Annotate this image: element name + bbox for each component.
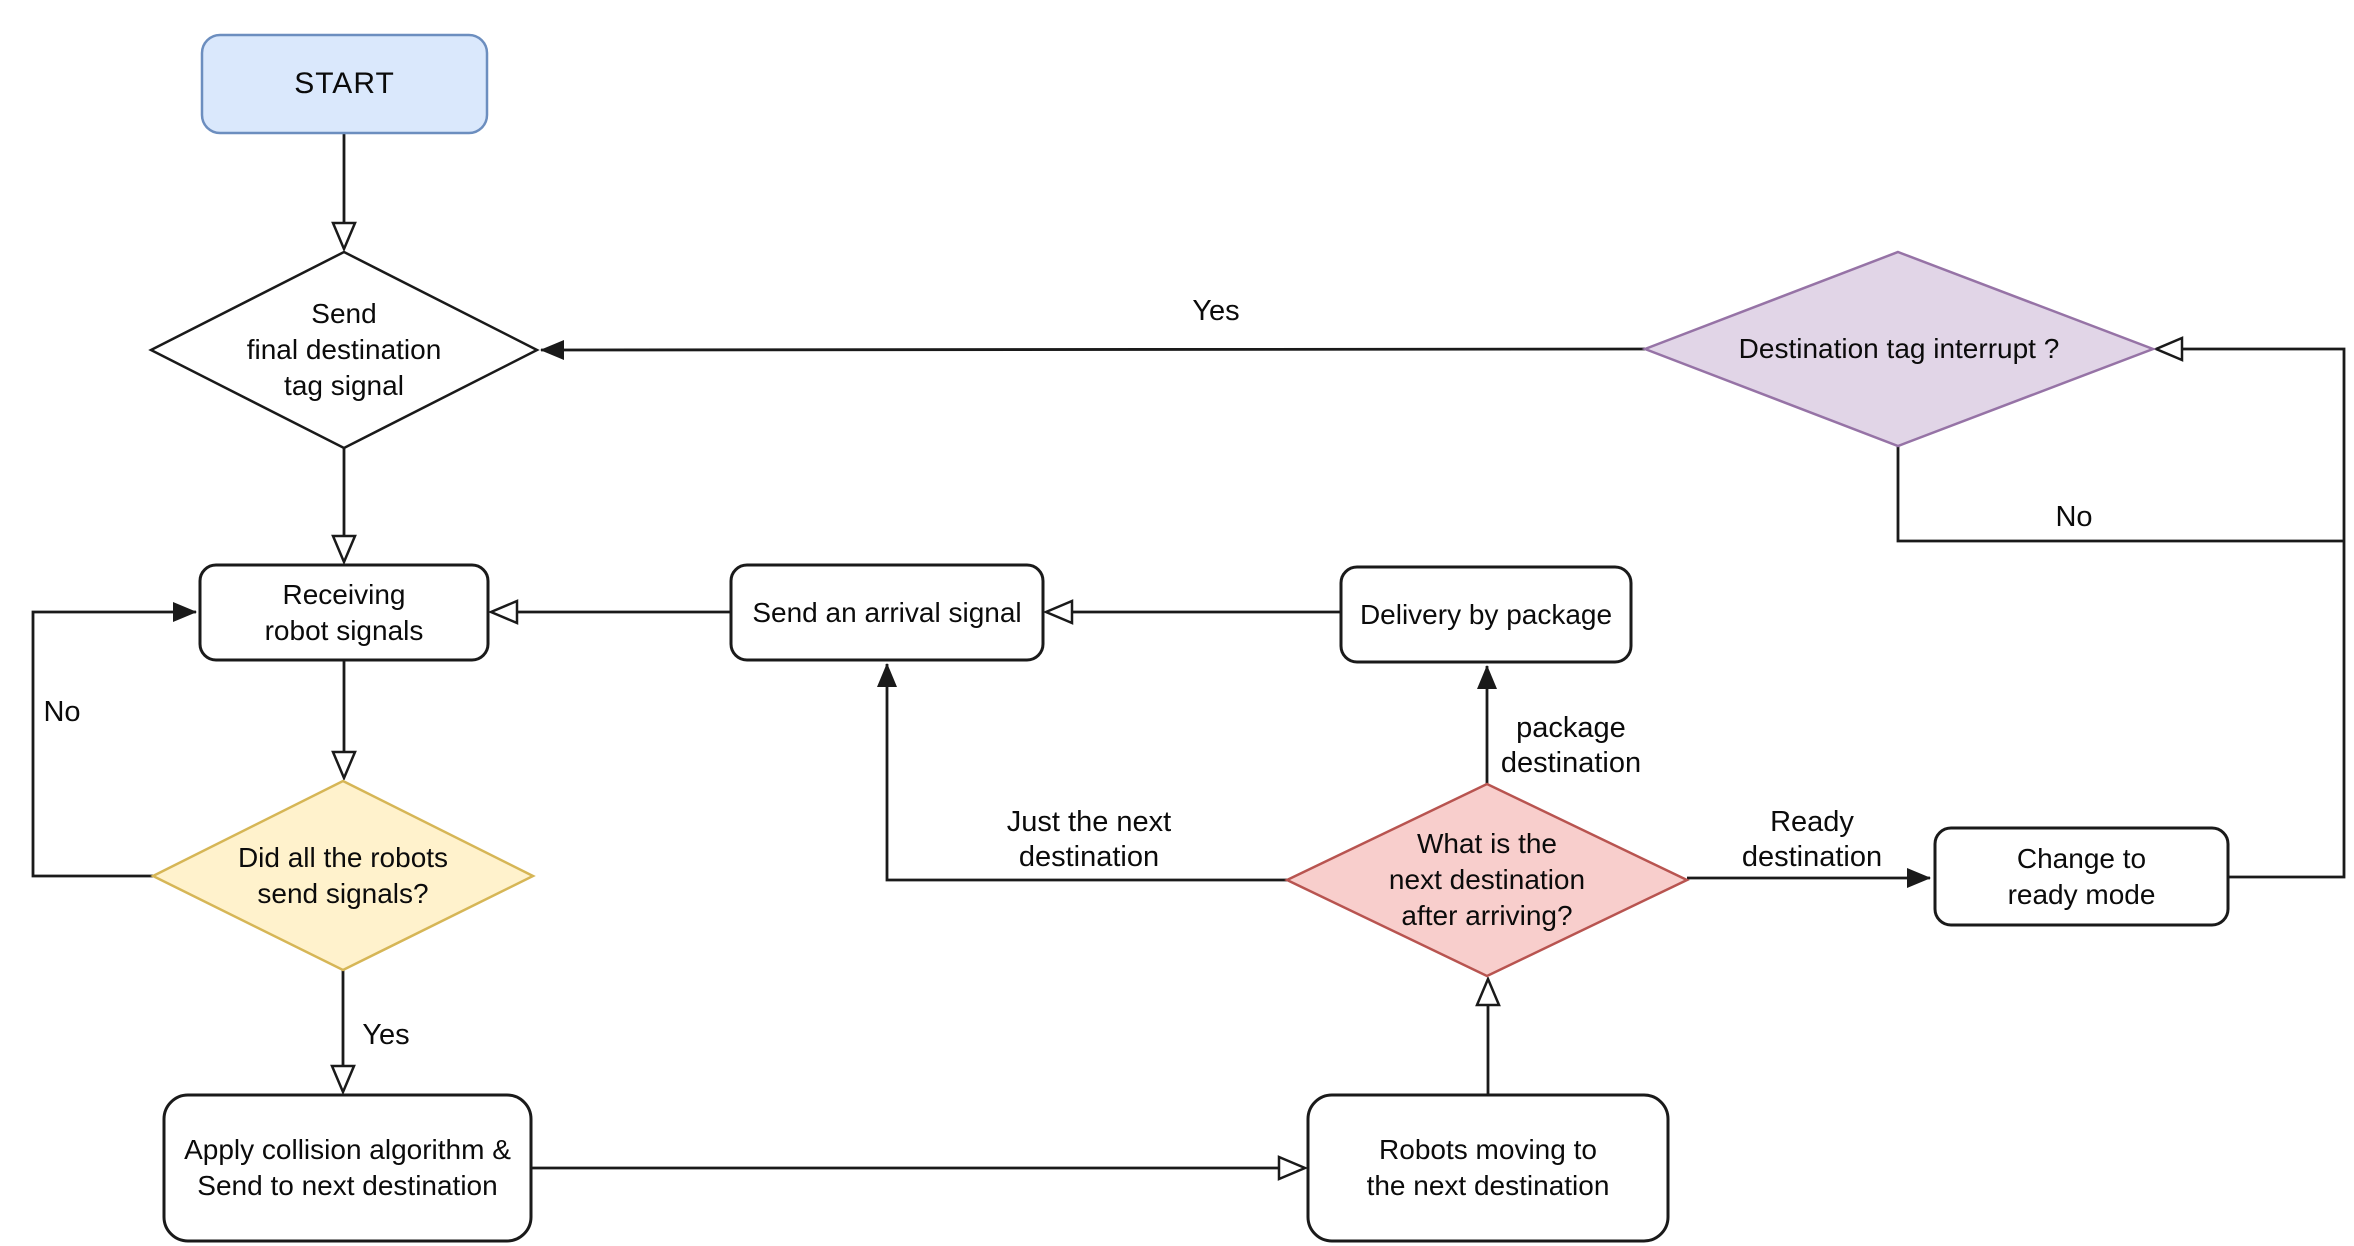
what-next-destination-decision-diamond — [1284, 782, 1690, 978]
edge-change-ready-to-dest-interrupt — [2157, 349, 2346, 879]
did-all-robots-decision-diamond — [150, 779, 536, 972]
edge-did-all-no-to-receiving — [31, 602, 197, 878]
destination-interrupt-decision-diamond — [1641, 250, 2157, 448]
robots-moving-node — [1306, 1093, 1670, 1243]
edge-what-next-just-next-to-send-arrival — [877, 663, 1287, 882]
apply-collision-node — [162, 1093, 533, 1243]
edge-dest-interrupt-yes-to-send-final — [540, 339, 1646, 360]
delivery-node — [1339, 565, 1633, 664]
start-node — [200, 33, 489, 135]
receiving-signals-node — [198, 563, 490, 662]
change-ready-node — [1933, 826, 2230, 927]
edge-dest-interrupt-no-loop — [1896, 446, 2344, 543]
send-arrival-node — [729, 563, 1045, 662]
send-final-decision-diamond — [148, 250, 540, 450]
